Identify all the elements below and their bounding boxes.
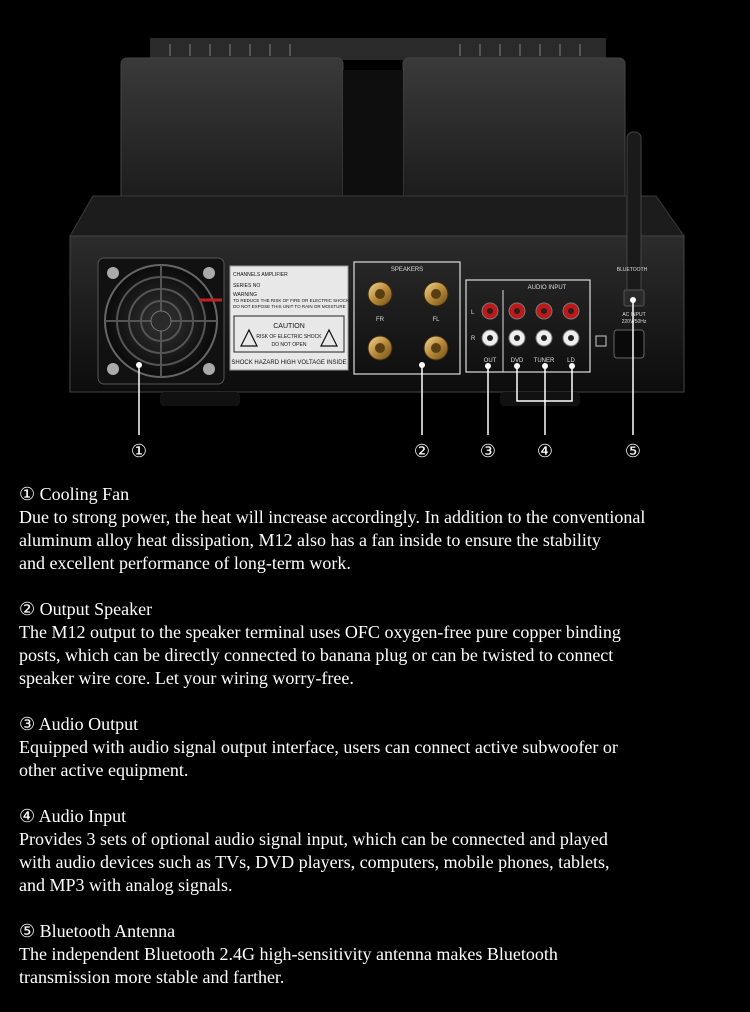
feature-body: Equipped with audio signal output interf… [19, 736, 739, 782]
grill-slots [169, 44, 581, 56]
feature-line: speaker wire core. Let your wiring worry… [19, 668, 354, 688]
feature-body: Due to strong power, the heat will incre… [19, 506, 739, 575]
feature-line: with audio devices such as TVs, DVD play… [19, 852, 610, 872]
feature-list: ① Cooling Fan Due to strong power, the h… [19, 483, 739, 1012]
caution-line1: RISK OF ELECTRIC SHOCK [256, 334, 322, 340]
label-channels: CHANNELS AMPLIFIER [233, 272, 288, 278]
ld-label: LD [567, 358, 575, 364]
bluetooth-antenna-icon [623, 131, 645, 307]
label-warn2: DO NOT EXPOSE THIS UNIT TO RAIN OR MOIST… [233, 304, 346, 309]
feature-title: ③ Audio Output [19, 714, 139, 734]
callout-3: ③ [480, 441, 496, 462]
feature-title: ④ Audio Input [19, 806, 127, 826]
callout-5: ⑤ [625, 441, 641, 462]
feature-line: Equipped with audio signal output interf… [19, 737, 618, 757]
caution-line2: DO NOT OPEN [272, 342, 307, 348]
callout-2: ② [414, 441, 430, 462]
feature-line: Due to strong power, the heat will incre… [19, 507, 646, 527]
callout-lines [138, 300, 634, 435]
channel-l-label: L [471, 310, 475, 316]
ground-icon [595, 335, 607, 347]
audio-input-label: AUDIO INPUT [528, 285, 567, 291]
out-label: OUT [484, 358, 497, 364]
feature-body: The independent Bluetooth 2.4G high-sens… [19, 943, 739, 989]
channel-r-label: R [471, 336, 476, 342]
label-series: SERIES NO [233, 283, 260, 289]
foot-right [500, 392, 580, 406]
fl-label: FL [432, 317, 440, 323]
shock-hazard-text: SHOCK HAZARD HIGH VOLTAGE INSIDE [231, 360, 346, 366]
rca-jacks [481, 302, 580, 347]
cooling-fan-icon [97, 257, 225, 385]
feature-line: posts, which can be directly connected t… [19, 645, 614, 665]
feature-line: other active equipment. [19, 760, 189, 780]
ac-input-label: AC INPUT [622, 312, 645, 318]
warning-label: CHANNELS AMPLIFIER SERIES NO WARNING TO … [229, 265, 349, 371]
label-warning: WARNING [233, 292, 257, 298]
feature-title: ② Output Speaker [19, 599, 153, 619]
callout-4: ④ [537, 441, 553, 462]
callout-dots [136, 297, 636, 369]
feature-body: The M12 output to the speaker terminal u… [19, 621, 739, 690]
speakers-label: SPEAKERS [391, 267, 423, 273]
feature-line: and excellent performance of long-term w… [19, 553, 351, 573]
speaker-terminals: SPEAKERS FR FL [353, 261, 461, 375]
tuner-label: TUNER [534, 358, 555, 364]
feature-line: transmission more stable and farther. [19, 967, 285, 987]
caution-text: CAUTION [273, 323, 305, 330]
dvd-label: DVD [511, 358, 524, 364]
feature-line: aluminum alloy heat dissipation, M12 als… [19, 530, 601, 550]
feature-audio-output: ③ Audio Output Equipped with audio signa… [19, 713, 739, 782]
top-grill [150, 38, 606, 60]
callout-1: ① [131, 441, 147, 462]
feature-line: The M12 output to the speaker terminal u… [19, 622, 621, 642]
feature-output-speaker: ② Output Speaker The M12 output to the s… [19, 598, 739, 690]
feature-title: ① Cooling Fan [19, 484, 130, 504]
bluetooth-label: BLUETOOTH [617, 267, 648, 273]
foot-left [160, 392, 240, 406]
feature-line: and MP3 with analog signals. [19, 875, 233, 895]
fr-label: FR [376, 317, 385, 323]
audio-io-block: AUDIO INPUT L R OUT DVD TUNER LD [465, 279, 591, 373]
ac-power-socket [613, 329, 645, 359]
exclamation-warning-icon [320, 328, 338, 347]
feature-cooling-fan: ① Cooling Fan Due to strong power, the h… [19, 483, 739, 575]
ac-spec-label: 220V/50Hz [622, 319, 647, 325]
feature-body: Provides 3 sets of optional audio signal… [19, 828, 739, 897]
label-warn1: TO REDUCE THE RISK OF FIRE OR ELECTRIC S… [233, 298, 349, 303]
feature-bluetooth-antenna: ⑤ Bluetooth Antenna The independent Blue… [19, 920, 739, 989]
feature-audio-input: ④ Audio Input Provides 3 sets of optiona… [19, 805, 739, 897]
shock-warning-icon [240, 328, 258, 347]
feature-title: ⑤ Bluetooth Antenna [19, 921, 176, 941]
amplifier-rear-photo: CHANNELS AMPLIFIER SERIES NO WARNING TO … [69, 38, 685, 462]
feature-line: Provides 3 sets of optional audio signal… [19, 829, 608, 849]
feature-line: The independent Bluetooth 2.4G high-sens… [19, 944, 558, 964]
